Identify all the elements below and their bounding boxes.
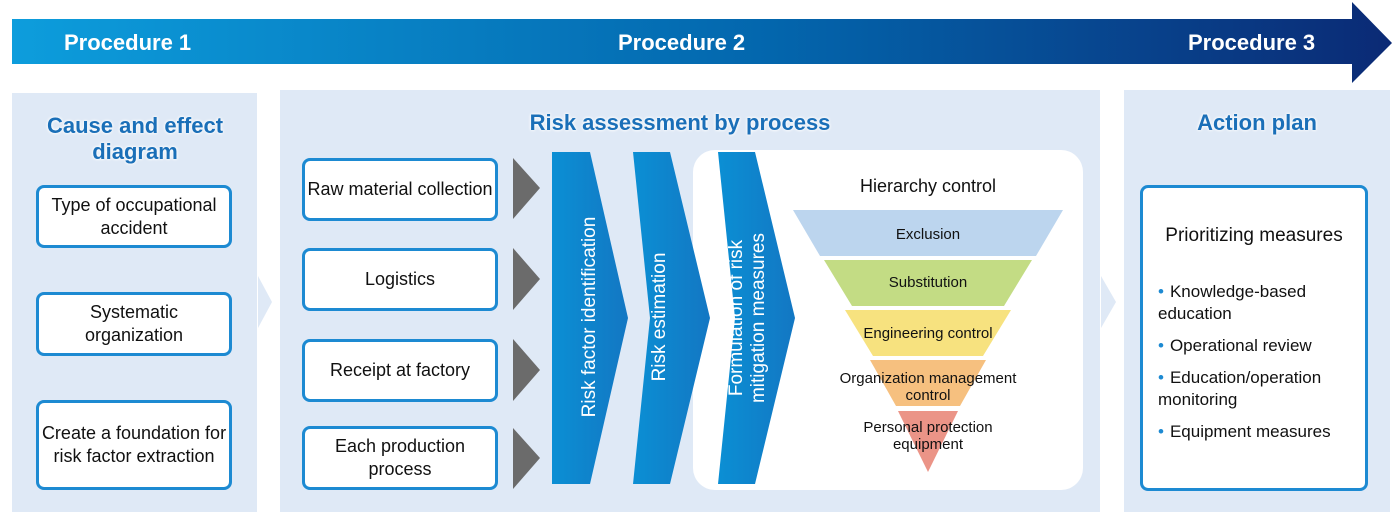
funnel-label: Engineering control: [863, 325, 993, 342]
step-chevron: [633, 152, 710, 484]
process-box: Receipt at factory: [302, 339, 498, 402]
funnel-label: Substitution: [888, 274, 968, 291]
panel-chevron-1: [258, 276, 272, 328]
panel-2-title: Risk assessment by process: [529, 110, 831, 135]
funnel-label: Organization management control: [839, 370, 1017, 404]
step-label: Risk factor identification: [579, 216, 600, 418]
funnel-level-organization: [870, 360, 986, 406]
arrow-triangle: [513, 428, 540, 489]
cause-box: Type of occupational accident: [36, 185, 232, 248]
procedure-1-label: Procedure 1: [64, 30, 192, 55]
step-label: Formulation of risk mitigation measures: [726, 232, 769, 404]
procedure-2-label: Procedure 2: [618, 30, 746, 55]
cause-box: Systematic organization: [36, 292, 232, 356]
procedure-3-label: Procedure 3: [1188, 30, 1316, 55]
procedure-arrow: [12, 2, 1392, 83]
step-chevron: [552, 152, 628, 484]
funnel-level-ppe: [898, 411, 958, 472]
action-item: •Operational review: [1158, 336, 1312, 355]
process-box: Logistics: [302, 248, 498, 311]
funnel-label: Exclusion: [895, 226, 961, 243]
arrow-triangle: [513, 339, 540, 401]
arrow-triangle: [513, 248, 540, 310]
process-box: Raw material collection: [302, 158, 498, 221]
cause-box: Create a foundation for risk factor extr…: [36, 400, 232, 490]
panel-1-title: Cause and effect diagram: [46, 113, 224, 164]
process-box: Each production process: [302, 426, 498, 490]
panel-3-title: Action plan: [1197, 110, 1317, 135]
action-item: •Equipment measures: [1158, 422, 1331, 441]
panel-chevron-2: [1101, 276, 1116, 328]
action-item: •Knowledge-based education: [1158, 282, 1307, 323]
funnel-level-exclusion: [793, 210, 1063, 256]
action-plan-heading: Prioritizing measures: [1165, 225, 1343, 246]
step-label: Risk estimation: [649, 252, 670, 382]
action-item: •Education/operation monitoring: [1158, 368, 1322, 409]
funnel-level-engineering: [845, 310, 1011, 356]
step-chevron: [718, 152, 795, 484]
arrow-triangle: [513, 158, 540, 219]
hierarchy-title: Hierarchy control: [859, 176, 997, 196]
action-plan-box: [1140, 185, 1368, 491]
funnel-label: Personal protection equipment: [863, 419, 993, 453]
funnel-level-substitution: [824, 260, 1032, 306]
